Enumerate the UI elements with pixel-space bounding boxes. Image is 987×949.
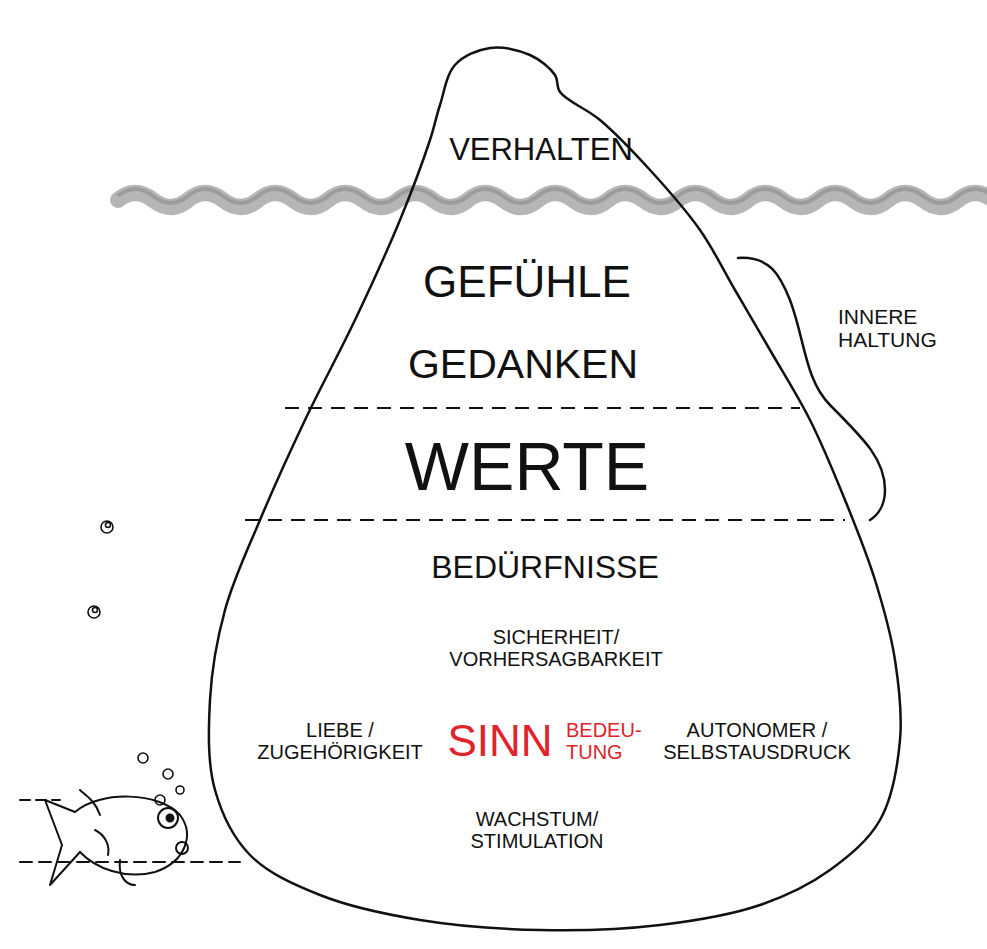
need-item: LIEBE / ZUGEHÖRIGKEIT xyxy=(257,719,423,763)
water-line xyxy=(118,189,987,203)
layer-title: GEFÜHLE xyxy=(423,258,631,306)
need-item: WACHSTUM/ STIMULATION xyxy=(471,808,604,852)
values-band: WERTE xyxy=(245,408,845,520)
layer-title: VERHALTEN xyxy=(449,133,633,167)
band-divider xyxy=(245,519,845,521)
need-item: SICHERHEIT/ VORHERSAGBARKEIT xyxy=(449,626,662,670)
layer-title: BEDÜRFNISSE xyxy=(431,550,659,585)
need-core: SINN xyxy=(447,717,552,765)
layer-title: WERTE xyxy=(405,429,649,504)
brace xyxy=(738,258,885,520)
bubbles xyxy=(88,521,184,805)
fish xyxy=(20,790,240,885)
band-divider xyxy=(285,407,800,409)
brace-label: INNERE HALTUNG xyxy=(838,305,937,351)
layer-title: GEDANKEN xyxy=(408,342,638,387)
inner-band: GEFÜHLE GEDANKEN xyxy=(285,235,800,408)
iceberg: GEFÜHLE GEDANKEN WERTE BEDÜRFNISSE SICHERHEI… xyxy=(200,40,910,945)
iceberg-outline xyxy=(209,48,901,931)
need-core: BEDEU- TUNG xyxy=(566,719,642,763)
need-item: AUTONOMER / SELBSTAUSDRUCK xyxy=(663,719,850,763)
needs-band: BEDÜRFNISSE SICHERHEIT/ VORHERSAGBARKEIT L… xyxy=(210,520,900,910)
